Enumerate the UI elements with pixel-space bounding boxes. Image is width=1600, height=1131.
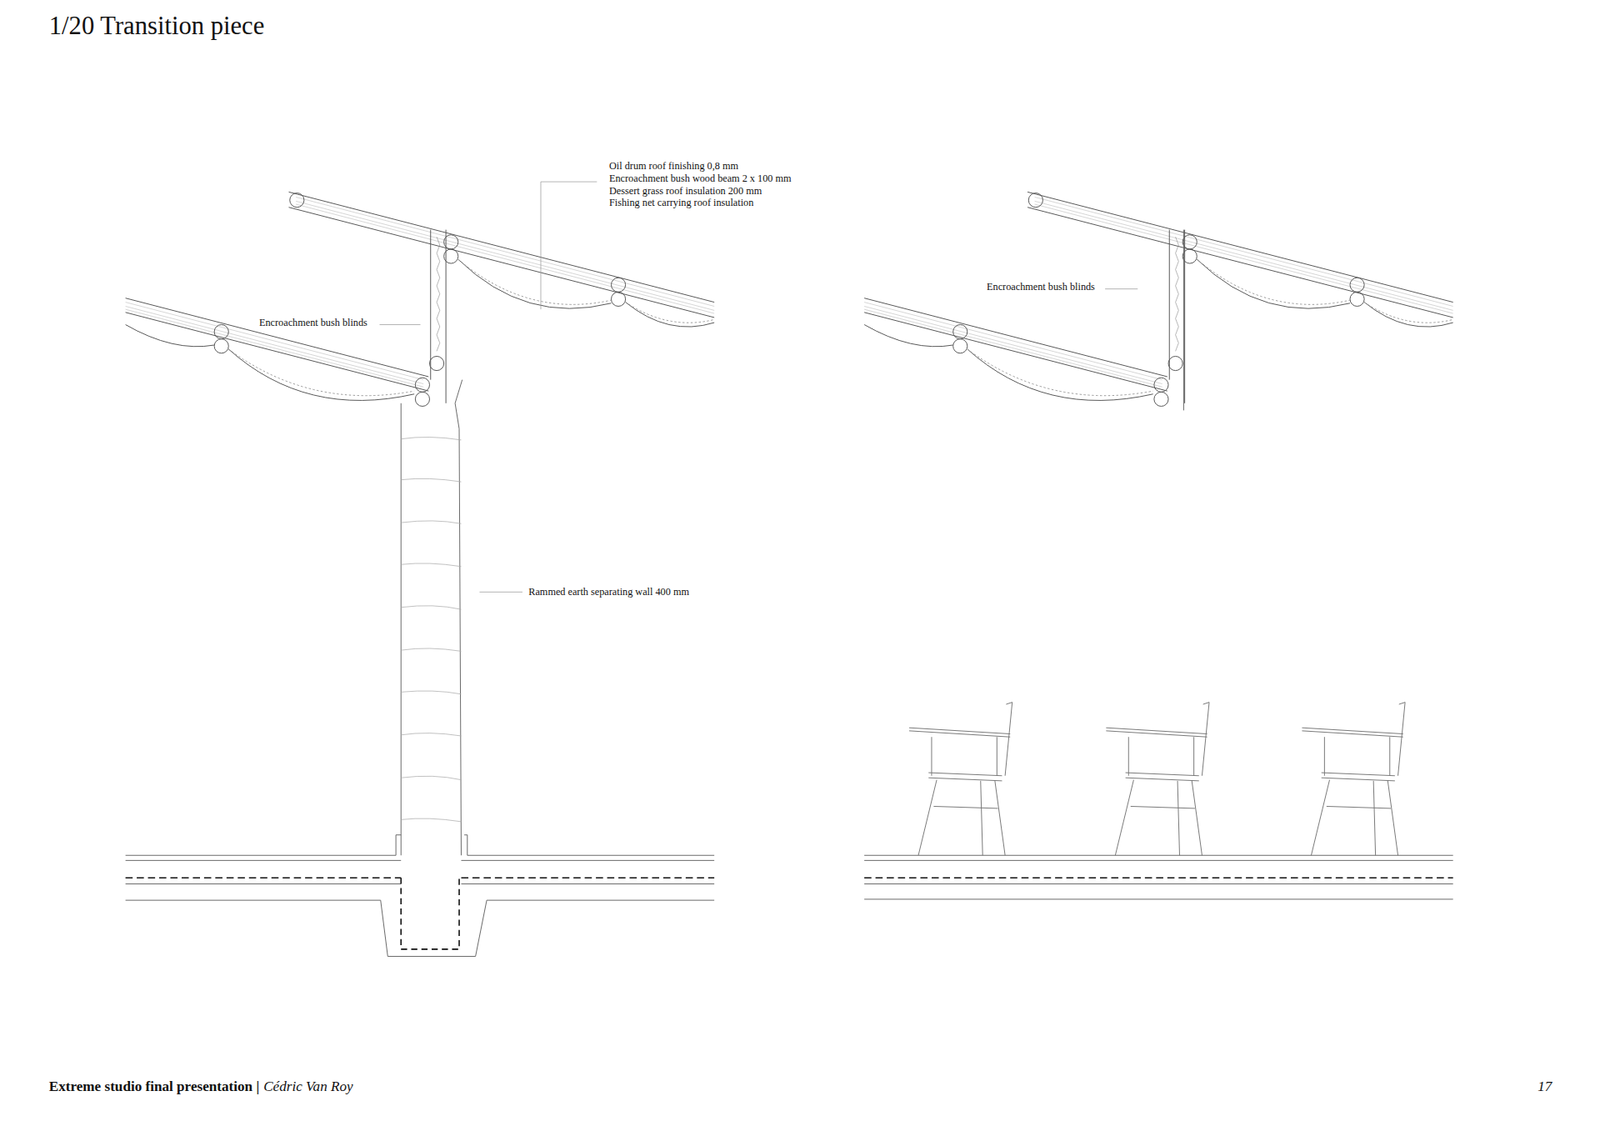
footer-text: Extreme studio final presentation | <box>49 1078 260 1096</box>
sheet-title: 1/20 Transition piece <box>49 10 265 42</box>
material-callout: Oil drum roof finishing 0,8 mm <box>609 160 739 173</box>
material-callout: Encroachment bush wood beam 2 x 100 mm <box>609 172 791 185</box>
page-number: 17 <box>1537 1078 1552 1096</box>
footer-author: Cédric Van Roy <box>263 1078 353 1096</box>
material-callout: Encroachment bush blinds <box>259 316 368 330</box>
material-callout: Encroachment bush blinds <box>986 280 1095 294</box>
material-callout: Fishing net carrying roof insulation <box>609 196 754 210</box>
material-callout: Dessert grass roof insulation 200 mm <box>609 185 762 198</box>
material-callout: Rammed earth separating wall 400 mm <box>528 585 690 599</box>
